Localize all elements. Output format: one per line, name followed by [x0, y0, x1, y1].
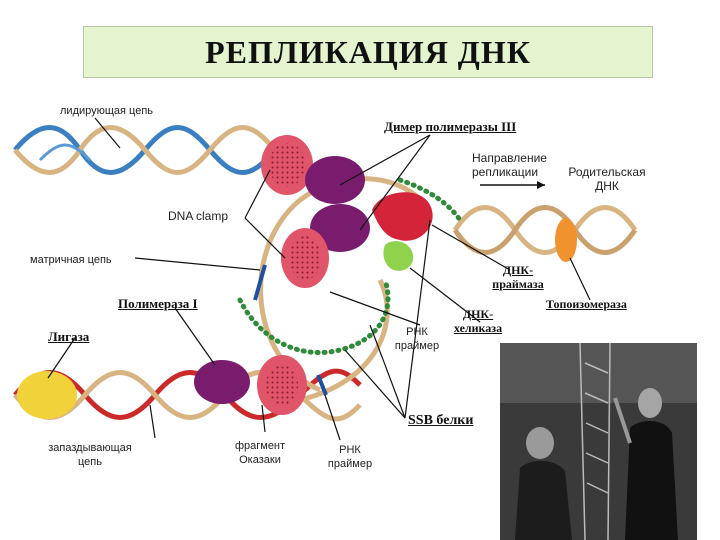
label-parental-dna-1: Родительская [568, 165, 646, 179]
helix-strand-blue-2 [38, 143, 92, 162]
label-primase-1: ДНК- [502, 263, 534, 277]
helix-strand-tan-parental-2 [452, 205, 638, 255]
label-rna-primer-top-2: праймер [394, 340, 440, 352]
label-primase-2: праймаза [492, 277, 544, 291]
ssb-dots [237, 277, 391, 356]
clamp-pattern-mid [289, 236, 321, 280]
label-rna-primer-bottom-2: праймер [327, 458, 373, 470]
label-rna-primer-bottom-1: РНК [339, 444, 361, 456]
helix-strand-tan [13, 125, 277, 175]
primase-shape [372, 192, 433, 241]
label-okazaki-1: фрагмент [234, 440, 286, 452]
label-polymerase-one: Полимераза I [118, 296, 198, 311]
label-template-strand: матричная цепь [30, 254, 112, 266]
label-polymerase-dimer: Димер полимеразы III [384, 119, 517, 134]
helicase-shape [383, 241, 414, 271]
parental-dna-helix [452, 205, 638, 255]
ligase-shape [17, 371, 77, 419]
loop-tan [258, 176, 432, 393]
label-topoisomerase: Топоизомераза [546, 297, 627, 311]
label-replication-direction-1: Направление [472, 151, 547, 165]
label-rna-primer-top-1: РНК [406, 326, 428, 338]
label-helicase-1: ДНК- [462, 307, 494, 321]
label-ssb-proteins: SSB белки [408, 413, 474, 428]
label-leading-strand: лидирующая цепь [60, 105, 154, 117]
page-title: РЕПЛИКАЦИЯ ДНК [205, 33, 531, 70]
label-lagging-strand-1: запаздывающая [48, 442, 132, 454]
label-parental-dna-2: ДНК [595, 179, 619, 193]
label-dna-clamp: DNA clamp [168, 209, 229, 223]
polymerase-purple-top [305, 156, 365, 204]
polymerase-three-dimer [261, 135, 370, 288]
label-lagging-strand-2: цепь [78, 456, 102, 468]
okazaki-fragment-blue [253, 264, 267, 301]
topoisomerase-shape [555, 218, 577, 262]
polymerase-one-complex [194, 355, 307, 415]
ssb-dots-2 [397, 177, 463, 223]
photo-illustration [500, 343, 697, 540]
primase-helicase-complex [372, 192, 433, 271]
clamp-pattern-top [269, 143, 305, 187]
label-replication-direction-2: репликации [472, 165, 539, 179]
label-helicase-2: хеликаза [453, 321, 503, 335]
rna-primer-blue [316, 374, 328, 396]
direction-arrowhead [537, 181, 545, 189]
polymerase-purple-mid [310, 204, 370, 252]
label-okazaki-2: Оказаки [239, 454, 281, 466]
polymerase-one-pattern [266, 365, 298, 405]
label-ligase: Лигаза [48, 329, 90, 344]
template-loop [237, 176, 463, 403]
helix-strand-tan-parental [452, 205, 638, 255]
leading-strand-helix [13, 125, 277, 175]
title-banner: РЕПЛИКАЦИЯ ДНК [83, 26, 653, 78]
polymerase-one-purple [194, 360, 250, 404]
leader-lines [47, 117, 591, 441]
historic-photo [500, 343, 697, 540]
